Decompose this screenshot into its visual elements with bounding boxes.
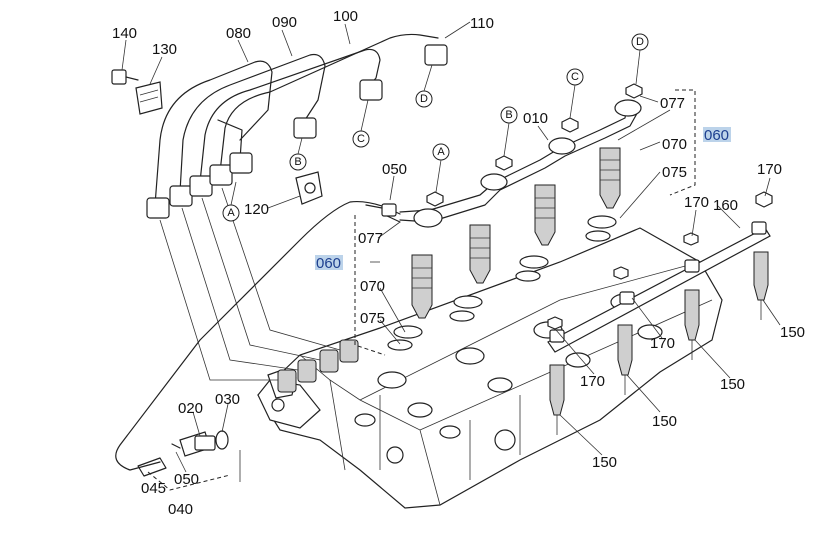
label-170-a: 170 [757,161,782,178]
label-060-right: 060 [703,127,731,144]
ref-marker-b2: B [500,106,518,157]
svg-text:060: 060 [316,255,341,272]
svg-text:B: B [294,156,301,168]
label-050-top: 050 [382,161,407,178]
label-030: 030 [215,391,240,408]
label-050-bottom: 050 [174,471,199,488]
label-045: 045 [141,480,166,497]
label-150-c: 150 [652,413,677,430]
label-150-d: 150 [592,454,617,471]
label-100: 100 [333,8,358,25]
label-090: 090 [272,14,297,31]
label-070-left: 070 [360,278,385,295]
label-150-b: 150 [720,376,745,393]
ref-marker-d1: D [415,64,433,108]
ref-marker-c2: C [566,68,584,119]
glow-plug-busbar [547,191,773,435]
svg-text:060: 060 [704,127,729,144]
svg-text:A: A [227,207,235,219]
label-170-d: 170 [580,373,605,390]
group-brackets [147,89,696,491]
svg-text:D: D [420,93,428,105]
label-140: 140 [112,25,137,42]
label-040: 040 [168,501,193,518]
label-150-a: 150 [780,324,805,341]
label-120: 120 [244,201,269,218]
label-075-left: 075 [360,310,385,327]
leak-off-pipe [115,83,643,471]
label-080: 080 [226,25,251,42]
ref-marker-a2: A [432,143,450,193]
label-010: 010 [523,110,548,127]
leader-lines [121,21,781,473]
ref-marker-d2: D [631,33,649,85]
svg-text:C: C [357,133,365,145]
label-075-right: 075 [662,164,687,181]
svg-text:D: D [636,36,644,48]
label-160: 160 [713,197,738,214]
injection-pipes [146,33,448,393]
label-020: 020 [178,400,203,417]
svg-text:A: A [437,146,445,158]
nozzle-holders [387,147,621,351]
label-077-right: 077 [660,95,685,112]
ref-marker-a1: A [222,181,240,222]
label-110: 110 [470,15,494,32]
svg-text:C: C [571,71,579,83]
label-130: 130 [152,41,177,58]
label-077-left: 077 [358,230,383,247]
label-070-right: 070 [662,136,687,153]
ref-marker-c1: C [352,99,370,148]
svg-text:B: B [505,109,512,121]
label-170-c: 170 [650,335,675,352]
label-170-b: 170 [684,194,709,211]
ref-marker-b1: B [289,137,307,171]
pipe-clamp [111,69,323,205]
label-060-left: 060 [315,255,343,272]
